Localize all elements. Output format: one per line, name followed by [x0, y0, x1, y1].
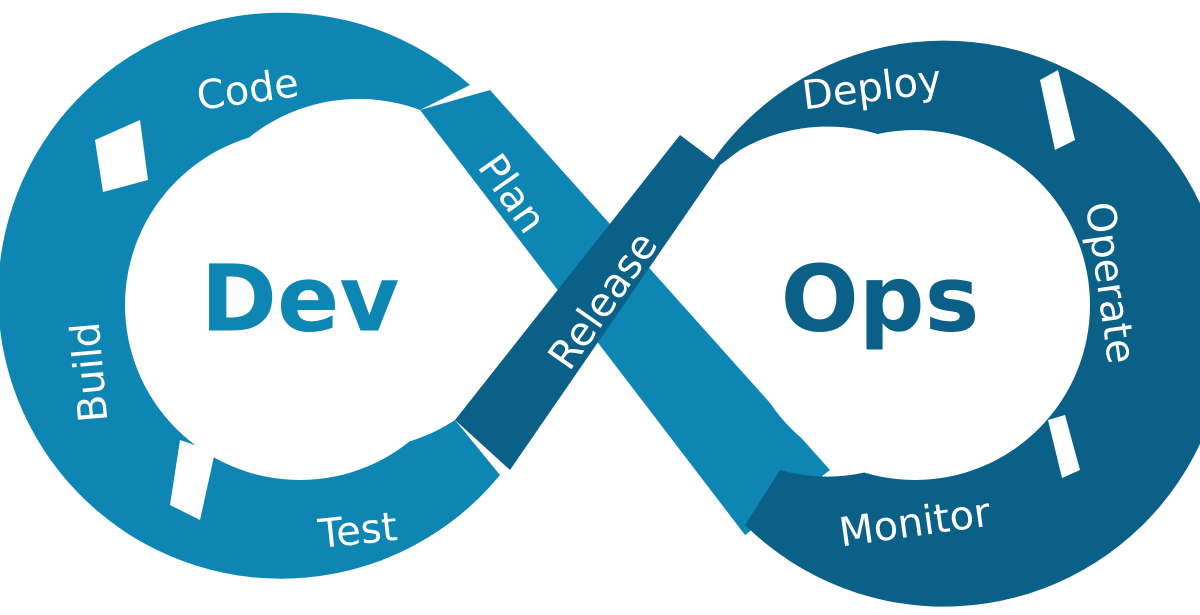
dev-title: Dev — [201, 245, 400, 352]
plan-band — [420, 90, 830, 535]
release-band — [455, 135, 720, 470]
test-arrow-notch — [170, 440, 215, 520]
stage-build: Build — [63, 320, 118, 424]
ops-title: Ops — [781, 245, 980, 352]
operate-monitor-notch — [1048, 415, 1080, 478]
deploy-operate-notch — [1040, 70, 1075, 150]
dev-inner-circle — [125, 130, 475, 480]
code-build-notch — [95, 120, 148, 192]
dev-loop — [0, 12, 830, 579]
stage-test: Test — [315, 504, 399, 558]
ops-loop — [455, 40, 1200, 607]
ops-inner-circle — [740, 130, 1090, 480]
